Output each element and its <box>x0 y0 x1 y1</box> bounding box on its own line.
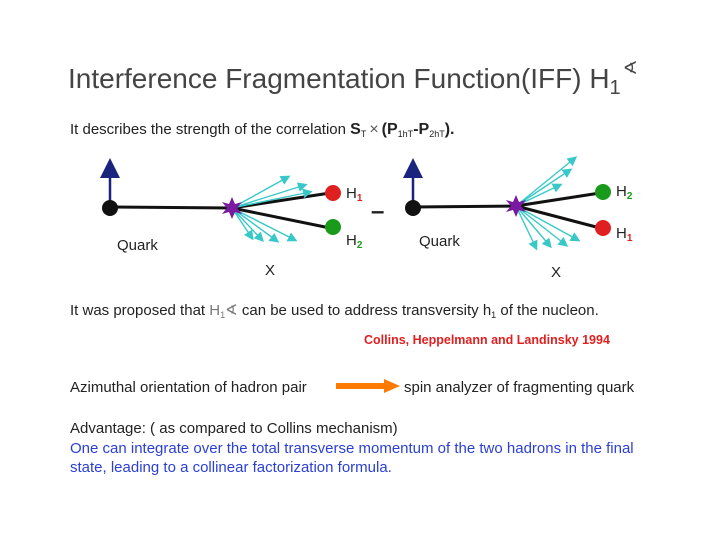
left-process <box>102 168 341 241</box>
spin-analyzer-text: spin analyzer of fragmenting quark <box>404 379 634 396</box>
p2-subscript: 2hT <box>429 129 445 139</box>
right-h2-text: H <box>616 183 627 200</box>
proposal-line: It was proposed that H1∢ can be used to … <box>70 301 599 320</box>
left-h2-text: H <box>346 232 357 249</box>
advantage-heading: Advantage: ( as compared to Collins mech… <box>70 420 398 437</box>
left-h2-subscript: 2 <box>357 240 363 251</box>
proposal-h: H <box>209 302 220 319</box>
left-x-label: X <box>265 262 275 279</box>
right-quark-dot <box>405 200 421 216</box>
p-close: ). <box>445 121 455 138</box>
p1-subscript: 1hT <box>398 129 414 139</box>
title-text: Interference Fragmentation Function(IFF)… <box>68 63 610 94</box>
fragmentation-diagram <box>0 150 720 290</box>
left-quark-line <box>110 207 232 208</box>
right-h1-label: H1 <box>616 225 632 244</box>
proposal-star: ∢ <box>225 302 238 319</box>
right-h2-dot <box>595 184 611 200</box>
proposal-text-a: It was proposed that <box>70 302 209 319</box>
right-quark-line <box>413 206 516 207</box>
spin-subscript: T <box>361 129 367 139</box>
right-h1-dot <box>595 220 611 236</box>
left-quark-dot <box>102 200 118 216</box>
left-h1-dot <box>325 185 341 201</box>
right-cyan-jets <box>516 158 578 248</box>
proposal-text-c: of the nucleon. <box>496 302 599 319</box>
right-h1-subscript: 1 <box>627 233 633 244</box>
left-h2-label: H2 <box>346 232 362 251</box>
right-h2-label: H2 <box>616 183 632 202</box>
spin-symbol: S <box>350 121 361 138</box>
orange-arrow-icon <box>336 379 400 393</box>
right-h1-line <box>516 206 600 228</box>
title-subscript: 1 <box>610 77 621 99</box>
title-star: ∢ <box>623 58 638 78</box>
reference-citation: Collins, Heppelmann and Landinsky 1994 <box>364 333 610 347</box>
right-h2-subscript: 2 <box>627 191 633 202</box>
right-quark-label: Quark <box>419 233 460 250</box>
correlation-text: It describes the strength of the correla… <box>70 121 350 138</box>
proposal-text-b: can be used to address transversity h <box>238 302 491 319</box>
minus-sign: – <box>371 198 384 226</box>
p-open: (P <box>382 121 398 138</box>
left-h1-label: H1 <box>346 185 362 204</box>
page-title: Interference Fragmentation Function(IFF)… <box>68 58 638 100</box>
right-x-label: X <box>551 264 561 281</box>
left-h1-subscript: 1 <box>357 193 363 204</box>
left-quark-label: Quark <box>117 237 158 254</box>
azimuthal-text: Azimuthal orientation of hadron pair <box>70 379 307 396</box>
p-dash: -P <box>413 121 429 138</box>
left-h2-dot <box>325 219 341 235</box>
advantage-description: One can integrate over the total transve… <box>70 439 670 477</box>
left-h1-text: H <box>346 185 357 202</box>
right-h1-text: H <box>616 225 627 242</box>
times-symbol: × <box>369 121 378 138</box>
correlation-line: It describes the strength of the correla… <box>70 121 454 139</box>
